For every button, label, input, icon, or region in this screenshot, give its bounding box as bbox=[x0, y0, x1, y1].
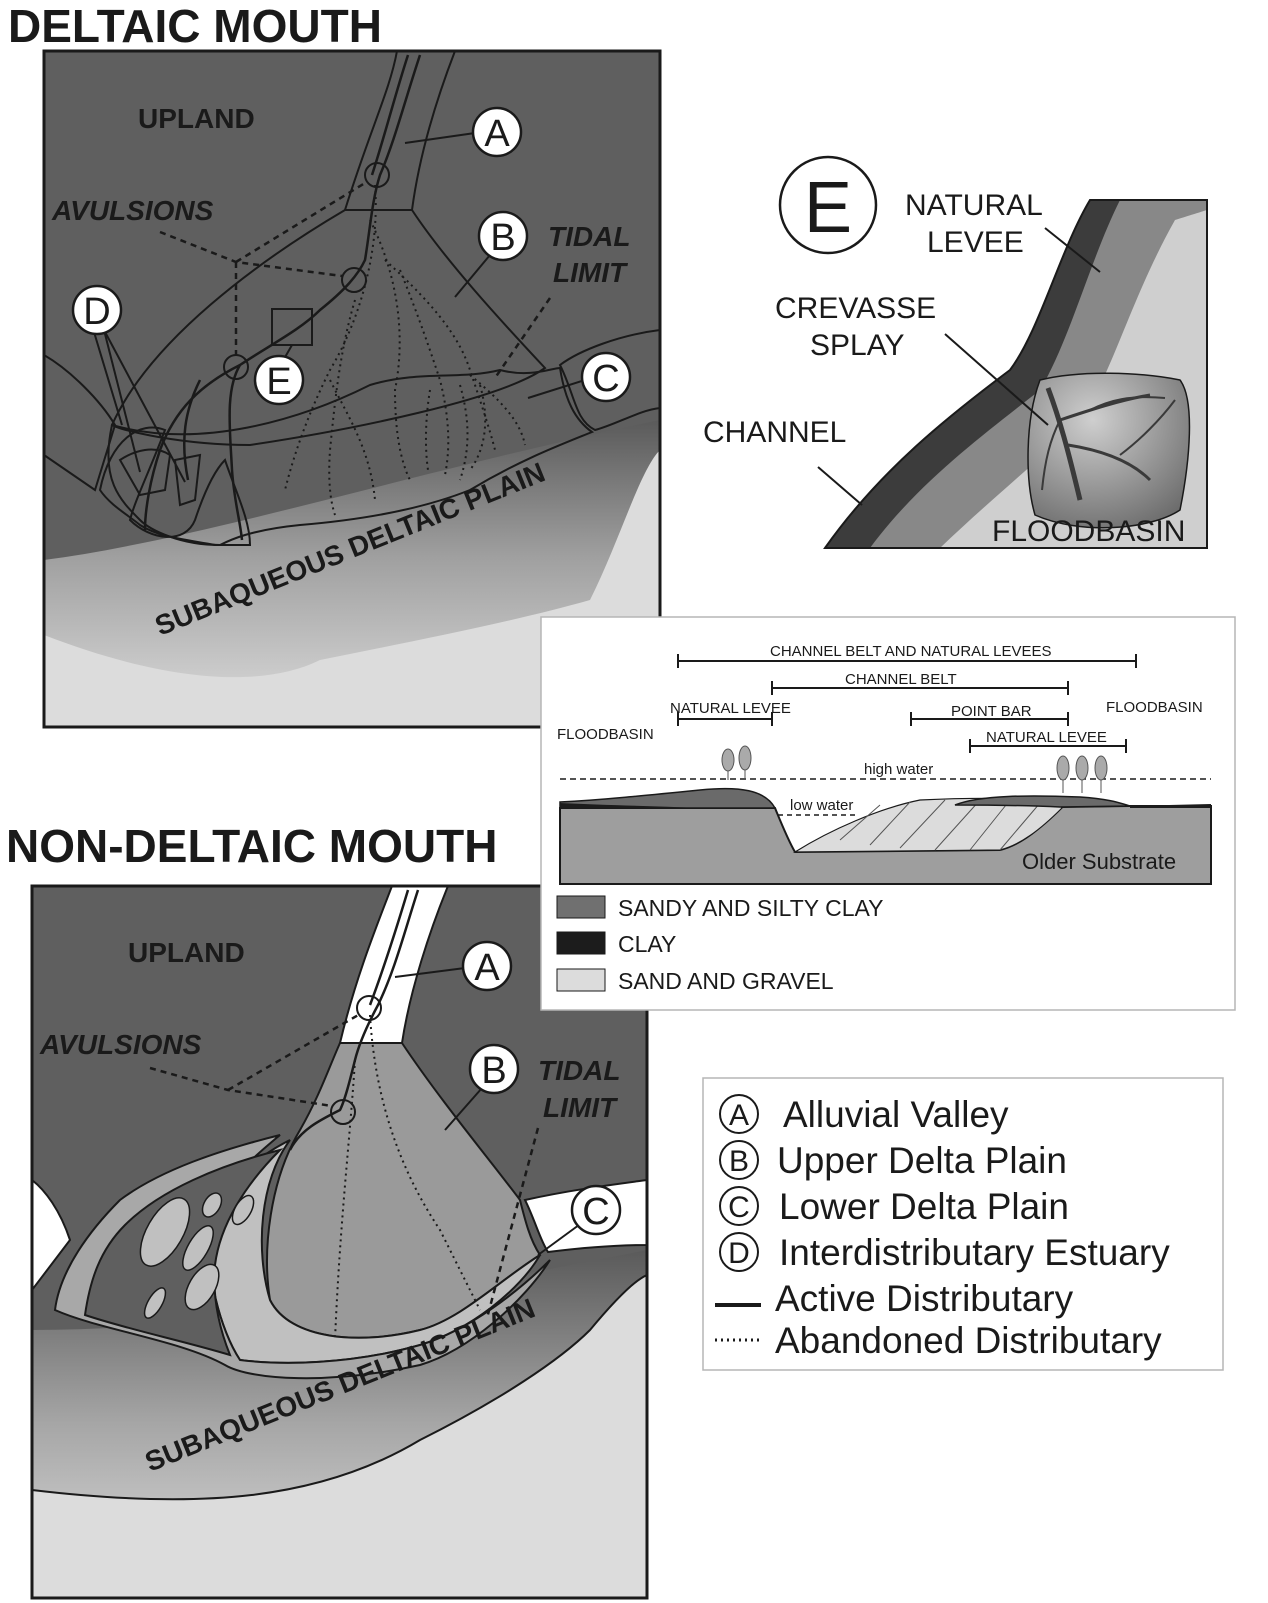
legend-clay: CLAY bbox=[618, 931, 676, 957]
key-abandoned-distributary: Abandoned Distributary bbox=[775, 1320, 1162, 1361]
marker-e-inset: E bbox=[778, 155, 878, 255]
floodbasin-left-label: FLOODBASIN bbox=[557, 726, 654, 743]
tidal-label: TIDAL bbox=[548, 221, 630, 252]
svg-text:B: B bbox=[490, 217, 515, 259]
marker-a-deltaic: A bbox=[404, 106, 523, 158]
avulsions-label: AVULSIONS bbox=[51, 195, 214, 226]
section-legend: SANDY AND SILTY CLAY CLAY SAND AND GRAVE… bbox=[556, 895, 883, 994]
svg-text:B: B bbox=[481, 1050, 506, 1092]
older-substrate-label: Older Substrate bbox=[1022, 849, 1176, 874]
key-upper-delta-plain: Upper Delta Plain bbox=[777, 1140, 1067, 1181]
floodbasin-label: FLOODBASIN bbox=[992, 515, 1185, 548]
natural-levee-right-label: NATURAL LEVEE bbox=[986, 729, 1107, 746]
svg-text:C: C bbox=[728, 1191, 750, 1224]
svg-text:C: C bbox=[582, 1191, 609, 1233]
key-alluvial-valley: Alluvial Valley bbox=[783, 1094, 1009, 1135]
marker-b-non-deltaic: B bbox=[444, 1043, 520, 1131]
key-interdistributary-estuary: Interdistributary Estuary bbox=[779, 1232, 1170, 1273]
deltaic-map-frame bbox=[42, 49, 662, 729]
point-bar-label: POINT BAR bbox=[951, 703, 1032, 720]
channel-label: CHANNEL bbox=[703, 416, 846, 449]
marker-c-non-deltaic: C bbox=[537, 1184, 622, 1256]
svg-text:A: A bbox=[484, 113, 510, 155]
low-water-label: low water bbox=[790, 797, 853, 814]
natural-levee-label: NATURAL bbox=[905, 189, 1043, 222]
marker-e-deltaic: E bbox=[253, 344, 305, 406]
legend-sand-gravel: SAND AND GRAVEL bbox=[618, 968, 834, 994]
marker-d-deltaic: D bbox=[71, 284, 186, 483]
key-active-distributary: Active Distributary bbox=[775, 1278, 1074, 1319]
key-items: A Alluvial Valley B Upper Delta Plain C … bbox=[715, 1094, 1170, 1361]
floodbasin-right-label: FLOODBASIN bbox=[1106, 699, 1203, 716]
svg-text:B: B bbox=[729, 1145, 749, 1178]
marker-c-deltaic: C bbox=[527, 351, 632, 403]
avulsions-label-2: AVULSIONS bbox=[39, 1029, 202, 1060]
high-water-label: high water bbox=[864, 761, 933, 778]
cross-section-brackets bbox=[677, 654, 1137, 753]
svg-text:A: A bbox=[474, 947, 500, 989]
tidal-label-2: TIDAL bbox=[538, 1055, 620, 1086]
title-deltaic-mouth: DELTAIC MOUTH bbox=[8, 0, 382, 52]
svg-text:E: E bbox=[804, 168, 852, 248]
limit-label: LIMIT bbox=[553, 257, 629, 288]
title-non-deltaic-mouth: NON-DELTAIC MOUTH bbox=[6, 820, 497, 872]
natural-levee-left-label: NATURAL LEVEE bbox=[670, 700, 791, 717]
crevasse-splay-label: CREVASSE bbox=[775, 292, 936, 325]
channel-belt-levees-label: CHANNEL BELT AND NATURAL LEVEES bbox=[770, 643, 1051, 660]
legend-sandy-silty-clay: SANDY AND SILTY CLAY bbox=[618, 895, 883, 921]
cross-section-profile bbox=[559, 745, 1212, 885]
svg-text:C: C bbox=[592, 358, 619, 400]
svg-text:D: D bbox=[83, 291, 110, 333]
non-deltaic-map-frame bbox=[30, 884, 649, 1600]
channel-belt-label: CHANNEL BELT bbox=[845, 671, 957, 688]
key-box bbox=[702, 1077, 1224, 1371]
svg-text:E: E bbox=[266, 361, 291, 403]
svg-text:LEVEE: LEVEE bbox=[927, 226, 1024, 259]
marker-a-non-deltaic: A bbox=[394, 940, 513, 992]
marker-b-deltaic: B bbox=[454, 210, 529, 298]
svg-text:A: A bbox=[729, 1099, 749, 1132]
shelf-area bbox=[44, 450, 660, 727]
inset-e-panel bbox=[817, 199, 1208, 549]
limit-label-2: LIMIT bbox=[543, 1092, 619, 1123]
upland-label: UPLAND bbox=[138, 103, 255, 134]
svg-text:SPLAY: SPLAY bbox=[810, 329, 905, 362]
upland-label-2: UPLAND bbox=[128, 937, 245, 968]
upper-delta-plain bbox=[110, 209, 547, 447]
svg-text:D: D bbox=[728, 1237, 750, 1270]
key-lower-delta-plain: Lower Delta Plain bbox=[779, 1186, 1069, 1227]
